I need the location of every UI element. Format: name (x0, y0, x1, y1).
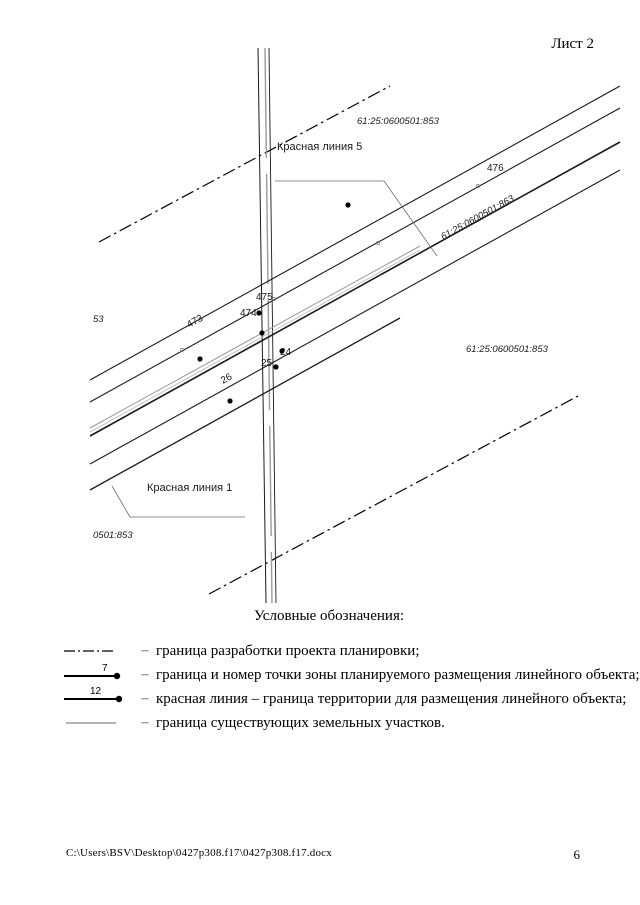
parcel-boundary-lines (89, 85, 621, 491)
legend-row-label: красная линия – граница территории для р… (156, 690, 627, 707)
legend-row-label: граница и номер точки зоны планируемого … (156, 666, 640, 683)
legend-row: 7 – граница и номер точки зоны планируем… (0, 663, 640, 687)
map-callout-red-line-5: Красная линия 5 (277, 141, 362, 153)
map-point-label-25: 25 (261, 358, 273, 369)
callout-leader-red-line-5 (275, 180, 438, 257)
vertex-tick-markers (180, 184, 480, 352)
legend-separator-dash: – (141, 691, 149, 706)
legend-point-number: 7 (102, 663, 108, 674)
callout-leader-red-line-1 (111, 485, 245, 518)
map-label-cadastral-bottom-left: 0501:853 (93, 530, 133, 541)
map-point-label-473: 473 (185, 313, 205, 331)
legend-row: 12 – красная линия – граница территории … (0, 686, 640, 711)
map-label-cadastral-diagonal: 61:25:0600501:863 (439, 193, 517, 243)
project-boundary-upper (98, 85, 391, 243)
legend-sample-dash-dot-line (62, 640, 134, 662)
legend-row-label: граница существующих земельных участков. (156, 714, 445, 731)
map-point-label-474: 474 (240, 308, 257, 319)
legend-row: – граница разработки проекта планировки; (0, 639, 640, 663)
legend-separator-dash: – (141, 643, 149, 658)
map-drawing: 61:25:0600501:853 Красная линия 5 61:25:… (89, 47, 621, 604)
legend-title: Условные обозначения: (253, 608, 405, 624)
page-footer: C:\Users\BSV\Desktop\0427p308.f17\0427p3… (0, 847, 640, 869)
cadastral-map: 61:25:0600501:853 Красная линия 5 61:25:… (0, 28, 640, 608)
vertical-corridor (257, 47, 277, 604)
map-label-cadastral-right: 61:25:0600501:853 (466, 344, 549, 355)
map-label-cadastral-left: 53 (93, 314, 104, 325)
legend-separator-dash: – (141, 667, 149, 682)
legend-row: – граница существующих земельных участко… (0, 711, 640, 735)
footer-file-path: C:\Users\BSV\Desktop\0427p308.f17\0427p3… (66, 847, 332, 859)
map-point-label-24: 24 (280, 347, 292, 358)
legend-separator-dash: – (141, 715, 149, 730)
legend-sample-red-line-with-point: 12 (62, 686, 134, 710)
legend-row-label: граница разработки проекта планировки; (156, 642, 420, 659)
map-point-label-26: 26 (219, 371, 234, 386)
legend-sample-solid-line-with-point: 7 (62, 663, 134, 686)
legend-point-number: 12 (90, 686, 102, 697)
zone-point-markers (197, 202, 351, 404)
legend-sample-grey-solid-line (62, 712, 134, 734)
map-callout-red-line-1: Красная линия 1 (147, 482, 232, 494)
map-point-label-475: 475 (256, 292, 273, 303)
footer-page-number: 6 (573, 847, 581, 862)
map-label-cadastral-top: 61:25:0600501:853 (357, 116, 440, 127)
sheet-title: Лист 2 (551, 36, 594, 52)
legend: Условные обозначения: – граница разработ… (0, 608, 640, 735)
map-point-label-476: 476 (487, 163, 504, 174)
